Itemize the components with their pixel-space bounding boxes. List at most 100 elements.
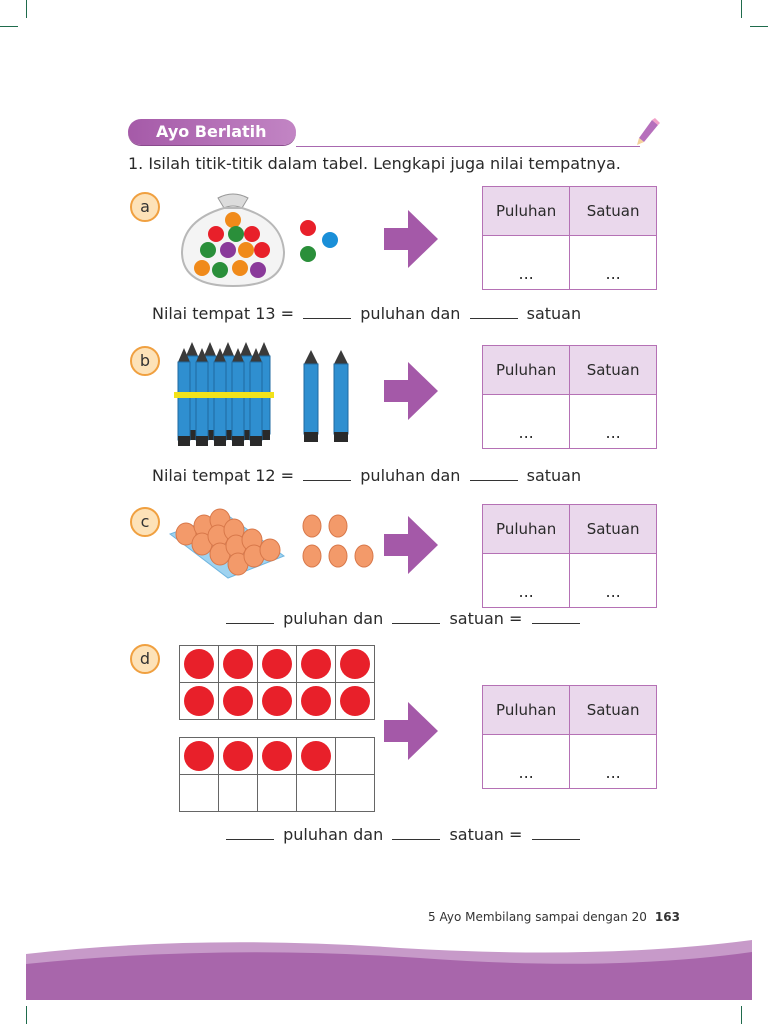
frame-cell bbox=[179, 645, 219, 683]
sentence-b: Nilai tempat 12 = puluhan dan satuan bbox=[152, 466, 581, 485]
frame-cell bbox=[296, 774, 336, 812]
answer-blank[interactable] bbox=[469, 304, 518, 319]
sentence-suffix: satuan bbox=[526, 304, 582, 323]
item-badge-c: c bbox=[130, 507, 160, 537]
sentence-suffix: satuan bbox=[526, 466, 582, 485]
crop-mark bbox=[741, 0, 742, 18]
instruction-text: 1. Isilah titik-titik dalam tabel. Lengk… bbox=[128, 154, 621, 173]
counter-dot bbox=[223, 741, 253, 771]
sentence-mid: puluhan dan bbox=[283, 825, 384, 844]
sentence-mid: puluhan dan bbox=[360, 304, 461, 323]
egg-tray-illustration bbox=[168, 508, 286, 579]
answer-blank[interactable] bbox=[469, 466, 518, 481]
crop-mark bbox=[750, 26, 768, 27]
counter-dot bbox=[184, 649, 214, 679]
answer-cell[interactable]: ... bbox=[569, 394, 657, 449]
frame-cell bbox=[218, 737, 258, 775]
frame-cell bbox=[257, 774, 297, 812]
frame-cell bbox=[257, 645, 297, 683]
answer-cell[interactable]: ... bbox=[569, 553, 657, 608]
counter-dot bbox=[223, 686, 253, 716]
crop-mark bbox=[0, 26, 18, 27]
loose-candies-illustration bbox=[300, 220, 338, 262]
frame-cell bbox=[335, 774, 375, 812]
counter-dot bbox=[262, 741, 292, 771]
header-puluhan: Puluhan bbox=[481, 685, 571, 735]
frame-cell bbox=[257, 682, 297, 720]
counter-dot bbox=[301, 649, 331, 679]
answer-blank[interactable] bbox=[226, 825, 274, 840]
counter-dot bbox=[340, 686, 370, 716]
frame-cell bbox=[335, 645, 375, 683]
answer-blank[interactable] bbox=[392, 825, 441, 840]
ten-frame-partial bbox=[179, 737, 375, 812]
answer-blank[interactable] bbox=[531, 609, 580, 624]
item-badge-a: a bbox=[130, 192, 160, 222]
chapter-title: 5 Ayo Membilang sampai dengan 20 bbox=[428, 910, 647, 924]
crop-mark bbox=[741, 1006, 742, 1024]
frame-cell bbox=[179, 682, 219, 720]
answer-blank[interactable] bbox=[392, 609, 441, 624]
counter-dot bbox=[184, 741, 214, 771]
crop-mark bbox=[26, 1006, 27, 1024]
page-number: 163 bbox=[654, 910, 680, 924]
header-satuan: Satuan bbox=[569, 685, 657, 735]
answer-cell[interactable]: ... bbox=[569, 734, 657, 789]
sentence-prefix: Nilai tempat 12 = bbox=[152, 466, 295, 485]
ten-frame-full bbox=[179, 645, 375, 720]
candy-bag-illustration bbox=[180, 193, 286, 288]
frame-cell bbox=[335, 682, 375, 720]
header-puluhan: Puluhan bbox=[481, 504, 571, 554]
answer-blank[interactable] bbox=[226, 609, 274, 624]
section-banner bbox=[128, 119, 296, 145]
counter-dot bbox=[223, 649, 253, 679]
loose-pencils-illustration bbox=[303, 350, 349, 442]
answer-cell[interactable]: ... bbox=[481, 553, 571, 608]
sentence-suffix: satuan = bbox=[449, 825, 523, 844]
item-badge-b: b bbox=[130, 346, 160, 376]
pencil-icon bbox=[637, 118, 660, 145]
frame-cell bbox=[218, 682, 258, 720]
sentence-c: puluhan dan satuan = bbox=[222, 609, 584, 628]
arrow-right-icon bbox=[384, 516, 438, 574]
header-satuan: Satuan bbox=[569, 186, 657, 236]
header-satuan: Satuan bbox=[569, 345, 657, 395]
counter-dot bbox=[262, 686, 292, 716]
sentence-mid: puluhan dan bbox=[360, 466, 461, 485]
counter-dot bbox=[340, 649, 370, 679]
answer-cell[interactable]: ... bbox=[481, 235, 571, 290]
header-satuan: Satuan bbox=[569, 504, 657, 554]
sentence-prefix: Nilai tempat 13 = bbox=[152, 304, 295, 323]
frame-cell bbox=[218, 645, 258, 683]
footer-wave bbox=[26, 940, 752, 1000]
answer-blank[interactable] bbox=[303, 304, 352, 319]
sentence-d: puluhan dan satuan = bbox=[222, 825, 584, 844]
frame-cell bbox=[257, 737, 297, 775]
sentence-mid: puluhan dan bbox=[283, 609, 384, 628]
frame-cell bbox=[296, 682, 336, 720]
answer-blank[interactable] bbox=[303, 466, 352, 481]
item-badge-d: d bbox=[130, 644, 160, 674]
counter-dot bbox=[301, 686, 331, 716]
frame-cell bbox=[335, 737, 375, 775]
counter-dot bbox=[262, 649, 292, 679]
arrow-right-icon bbox=[384, 362, 438, 420]
answer-cell[interactable]: ... bbox=[569, 235, 657, 290]
answer-blank[interactable] bbox=[531, 825, 580, 840]
counter-dot bbox=[184, 686, 214, 716]
header-puluhan: Puluhan bbox=[481, 186, 571, 236]
answer-cell[interactable]: ... bbox=[481, 734, 571, 789]
arrow-right-icon bbox=[384, 210, 438, 268]
crop-mark bbox=[26, 0, 27, 18]
arrow-right-icon bbox=[384, 702, 438, 760]
frame-cell bbox=[218, 774, 258, 812]
answer-cell[interactable]: ... bbox=[481, 394, 571, 449]
frame-cell bbox=[296, 645, 336, 683]
banner-rule bbox=[296, 146, 640, 147]
sentence-suffix: satuan = bbox=[449, 609, 523, 628]
pencil-bundle-illustration bbox=[174, 341, 274, 446]
sentence-a: Nilai tempat 13 = puluhan dan satuan bbox=[152, 304, 581, 323]
